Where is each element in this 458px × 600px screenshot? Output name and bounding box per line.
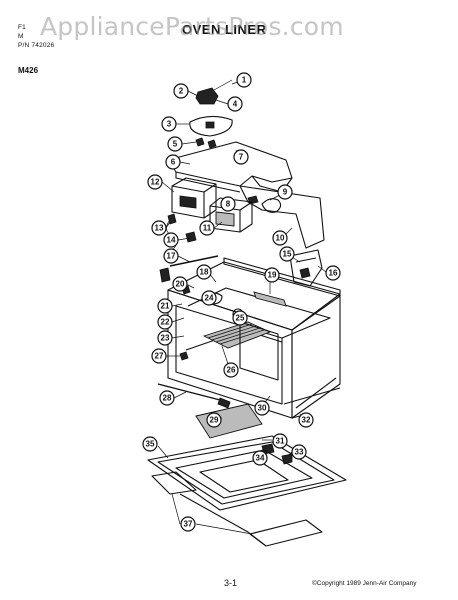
svg-text:13: 13	[155, 224, 164, 233]
svg-text:1: 1	[242, 76, 247, 85]
callout-34: 34	[252, 450, 268, 466]
copyright: ©Copyright 1989 Jenn-Air Company	[312, 580, 417, 587]
svg-text:8: 8	[226, 200, 231, 209]
callout-13: 13	[151, 220, 167, 236]
svg-text:7: 7	[239, 153, 244, 162]
callout-26: 26	[223, 362, 239, 378]
callout-20: 20	[172, 276, 188, 292]
callout-1: 1	[236, 72, 252, 88]
svg-text:21: 21	[161, 302, 170, 311]
svg-text:4: 4	[233, 100, 238, 109]
page-title: OVEN LINER	[182, 22, 267, 37]
callout-5: 5	[167, 136, 183, 152]
callout-4: 4	[227, 96, 243, 112]
callout-28: 28	[159, 390, 175, 406]
svg-text:19: 19	[268, 271, 277, 280]
left-latch-parts	[159, 267, 191, 361]
callout-18: 18	[196, 264, 212, 280]
callout-19: 19	[264, 267, 280, 283]
callout-8: 8	[220, 196, 236, 212]
callout-25: 25	[232, 310, 248, 326]
callout-29: 29	[206, 412, 222, 428]
callout-16: 16	[325, 265, 341, 281]
upper-duct-panel	[167, 141, 325, 249]
model-number: M426	[18, 66, 39, 75]
svg-text:18: 18	[200, 268, 209, 277]
callout-30: 30	[254, 400, 270, 416]
svg-text:16: 16	[329, 269, 338, 278]
callout-11: 11	[199, 220, 215, 236]
leader-lines	[157, 79, 327, 535]
header-line-1: F1	[18, 24, 26, 31]
header-part-number: P/N 742026	[18, 42, 55, 49]
callout-10: 10	[272, 230, 288, 246]
control-box	[171, 177, 217, 219]
svg-text:34: 34	[256, 454, 265, 463]
svg-text:9: 9	[283, 188, 288, 197]
svg-text:20: 20	[176, 280, 185, 289]
callout-33: 33	[291, 444, 307, 460]
svg-text:5: 5	[173, 140, 178, 149]
callout-6: 6	[165, 154, 181, 170]
callout-23: 23	[157, 330, 173, 346]
callout-35: 35	[142, 436, 158, 452]
svg-text:15: 15	[283, 250, 292, 259]
callout-9: 9	[277, 184, 293, 200]
svg-text:11: 11	[203, 224, 212, 233]
callout-3: 3	[161, 116, 177, 132]
svg-text:31: 31	[276, 437, 285, 446]
svg-text:35: 35	[146, 440, 155, 449]
callout-24: 24	[201, 290, 217, 306]
svg-text:10: 10	[276, 234, 285, 243]
svg-text:24: 24	[205, 294, 214, 303]
svg-text:23: 23	[161, 334, 170, 343]
bottom-assembly	[147, 403, 347, 547]
stirrer-motor-assembly	[189, 79, 233, 149]
svg-text:30: 30	[258, 404, 267, 413]
svg-text:26: 26	[227, 366, 236, 375]
callout-17: 17	[163, 248, 179, 264]
watermark: AppliancePartsPros.com	[40, 12, 344, 41]
svg-text:25: 25	[236, 314, 245, 323]
callout-7: 7	[233, 149, 249, 165]
svg-text:12: 12	[151, 178, 160, 187]
svg-text:27: 27	[155, 352, 164, 361]
svg-text:32: 32	[302, 416, 311, 425]
callout-21: 21	[157, 298, 173, 314]
callout-27: 27	[151, 348, 167, 364]
header-line-2: M	[18, 33, 24, 40]
callout-12: 12	[147, 174, 163, 190]
svg-text:6: 6	[171, 158, 176, 167]
callout-14: 14	[163, 232, 179, 248]
oven-liner-cavity	[167, 257, 341, 419]
callout-32: 32	[298, 412, 314, 428]
svg-text:14: 14	[167, 236, 176, 245]
svg-text:37: 37	[184, 520, 193, 529]
page-number: 3-1	[224, 578, 238, 588]
callout-15: 15	[279, 246, 295, 262]
svg-text:17: 17	[167, 252, 176, 261]
svg-text:29: 29	[210, 416, 219, 425]
svg-text:2: 2	[179, 87, 184, 96]
callout-31: 31	[272, 433, 288, 449]
callout-2: 2	[173, 83, 189, 99]
svg-text:3: 3	[167, 120, 172, 129]
svg-text:28: 28	[163, 394, 172, 403]
callout-22: 22	[157, 314, 173, 330]
callout-37: 37	[180, 516, 196, 532]
svg-text:22: 22	[161, 318, 170, 327]
svg-text:33: 33	[295, 448, 304, 457]
transformer-box	[209, 197, 253, 233]
